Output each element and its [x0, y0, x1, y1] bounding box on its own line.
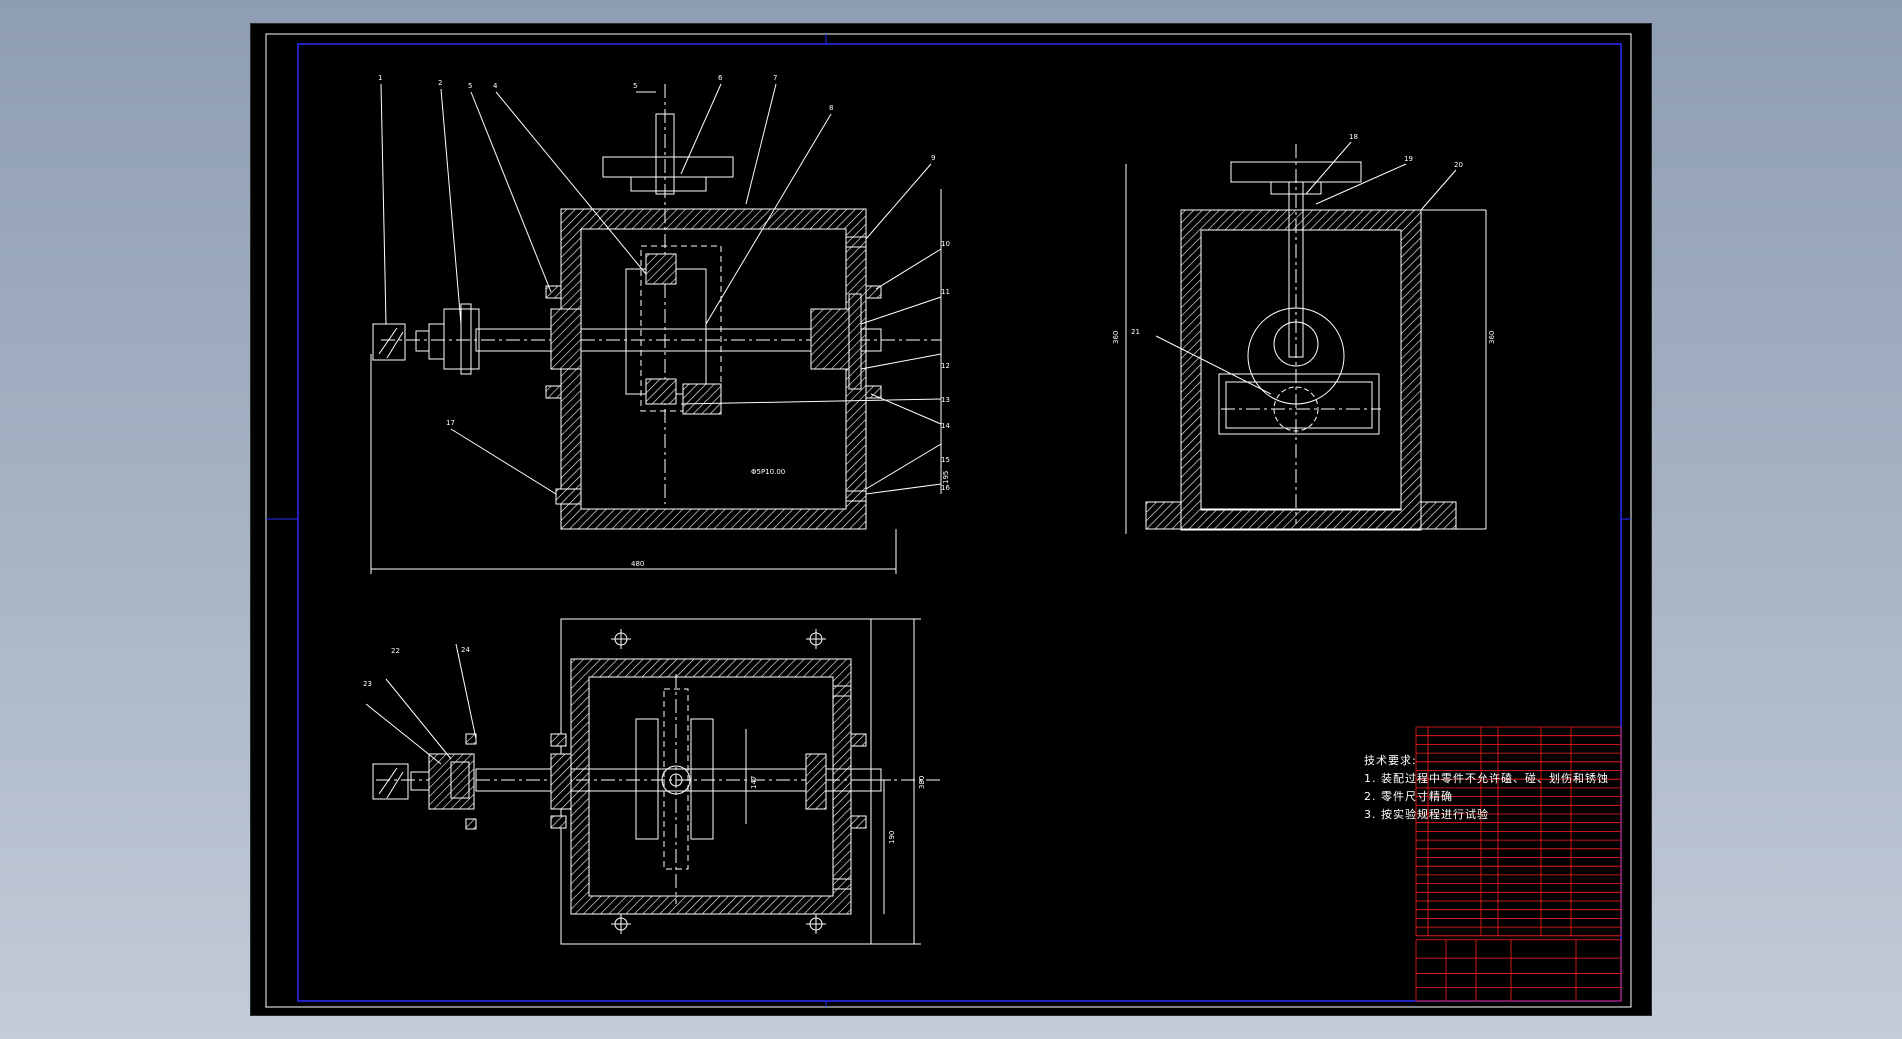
tech-item-2: 2. 零件尺寸精确 [1364, 790, 1453, 803]
balloon-1: 1 [378, 74, 382, 82]
dim-side-right: 360 [1488, 331, 1496, 344]
balloon-15: 15 [941, 456, 950, 464]
balloon-23: 23 [363, 680, 372, 688]
balloon-8: 8 [829, 104, 833, 112]
balloon-6: 6 [718, 74, 723, 82]
dim-front-fit: Φ5P10.00 [751, 468, 785, 476]
balloon-5: 5 [633, 82, 637, 90]
tech-title: 技术要求: [1364, 754, 1417, 767]
dim-side-left: 360 [1112, 331, 1120, 344]
drawing-canvas: 1 2 5 4 5 6 7 8 9 10 11 12 13 14 15 16 1… [265, 33, 1632, 1008]
balloon-17: 17 [446, 419, 455, 427]
balloon-24: 24 [461, 646, 470, 654]
balloon-3: 5 [468, 82, 472, 90]
dim-top-height: 380 [918, 776, 926, 789]
balloon-22: 22 [391, 647, 400, 655]
balloon-11: 11 [941, 288, 950, 296]
outer-frame [265, 33, 1632, 1008]
balloon-9: 9 [931, 154, 935, 162]
balloon-18: 18 [1349, 133, 1358, 141]
dim-top-sub2: 190 [888, 831, 896, 844]
side-view[interactable] [1125, 141, 1487, 534]
parts-list[interactable] [1415, 726, 1622, 937]
tech-item-1: 1. 装配过程中零件不允许磕、碰、划伤和锈蚀 [1364, 772, 1609, 785]
technical-requirements: 技术要求: 1. 装配过程中零件不允许磕、碰、划伤和锈蚀 2. 零件尺寸精确 3… [1364, 752, 1609, 824]
title-block[interactable] [1415, 939, 1622, 1002]
front-view[interactable] [370, 83, 942, 574]
top-view[interactable] [365, 618, 941, 945]
drawing-sheet[interactable]: 1 2 5 4 5 6 7 8 9 10 11 12 13 14 15 16 1… [251, 24, 1651, 1015]
dim-front-width: 480 [631, 560, 644, 568]
inner-frame [297, 43, 1622, 1002]
balloon-7: 7 [773, 74, 777, 82]
balloon-13: 13 [941, 396, 950, 404]
tech-item-3: 3. 按实验规程进行试验 [1364, 808, 1489, 821]
balloon-19: 19 [1404, 155, 1413, 163]
balloon-2: 2 [438, 79, 442, 87]
balloon-4: 4 [493, 82, 498, 90]
balloon-16: 16 [941, 484, 950, 492]
title-block-frame [1415, 939, 1622, 1002]
dim-front-height: 195 [942, 471, 950, 484]
balloon-12: 12 [941, 362, 950, 370]
balloon-21: 21 [1131, 328, 1140, 336]
side-view-labels: 18 19 20 21 360 360 [1112, 133, 1496, 344]
balloon-14: 14 [941, 422, 950, 430]
top-view-labels: 22 24 23 380 147 190 [363, 646, 926, 844]
balloon-10: 10 [941, 240, 950, 248]
balloon-20: 20 [1454, 161, 1463, 169]
front-view-labels: 1 2 5 4 5 6 7 8 9 10 11 12 13 14 15 16 1… [378, 74, 950, 568]
dim-top-sub: 147 [750, 776, 758, 789]
